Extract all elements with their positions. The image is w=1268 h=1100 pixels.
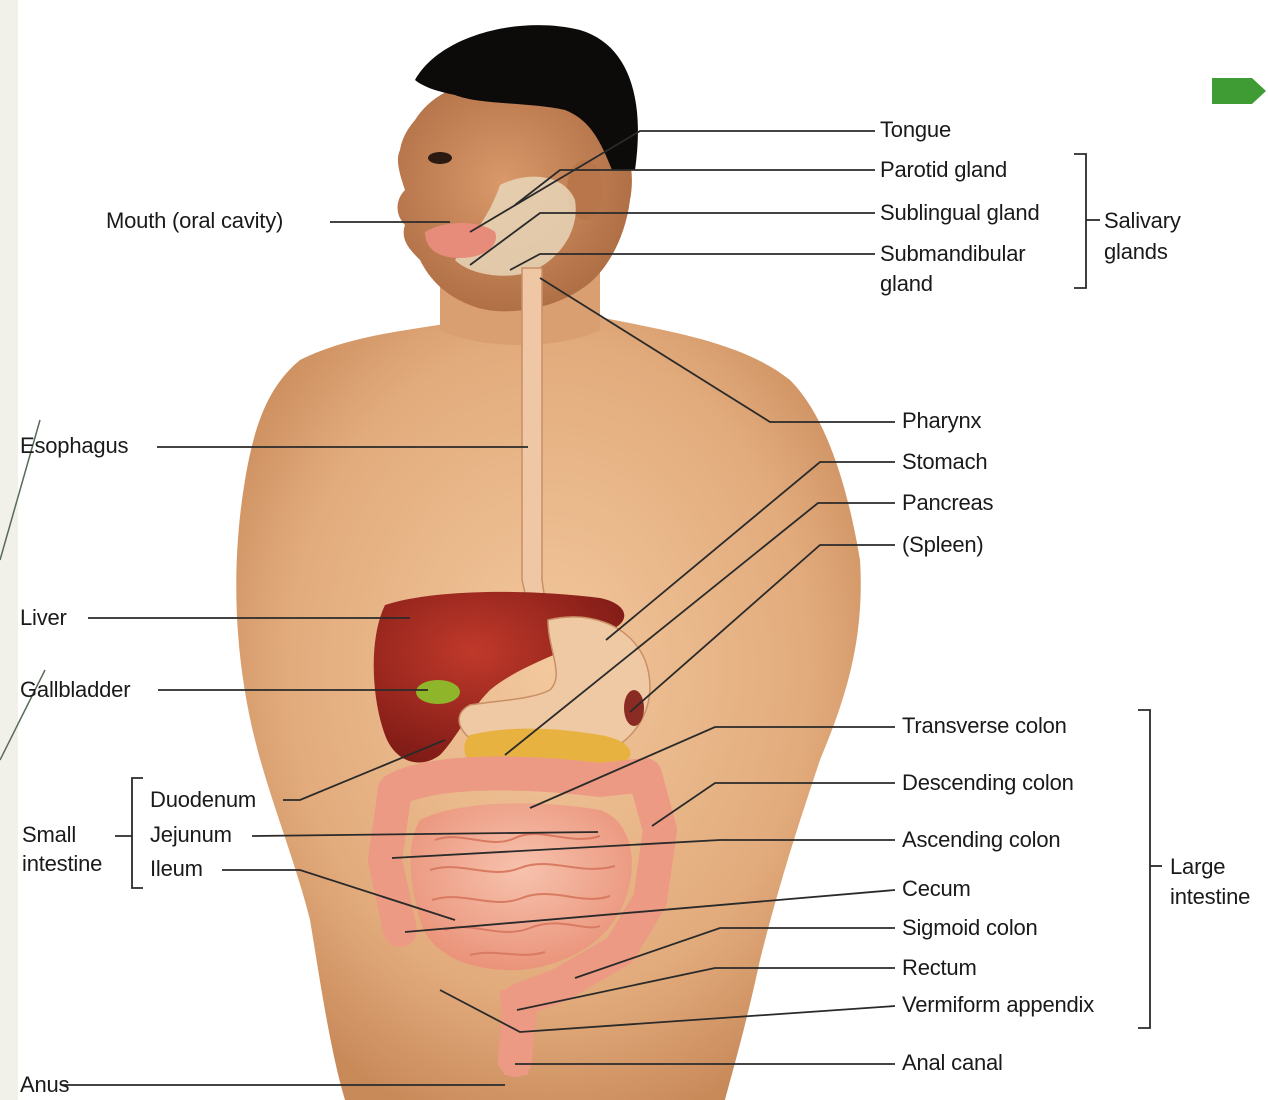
label-anus: Anus bbox=[20, 1072, 69, 1098]
arrow-right-icon[interactable] bbox=[1212, 76, 1268, 106]
label-parotid-gland: Parotid gland bbox=[880, 157, 1007, 183]
gallbladder-organ bbox=[416, 680, 460, 704]
label-ascending-colon: Ascending colon bbox=[902, 827, 1060, 853]
label-mouth: Mouth (oral cavity) bbox=[106, 208, 283, 234]
large-intestine-bracket bbox=[1138, 710, 1150, 1028]
label-submandibular-gland-2: gland bbox=[880, 271, 933, 297]
small-intestine-bracket bbox=[132, 778, 143, 888]
label-large-intestine-2: intestine bbox=[1170, 884, 1250, 910]
label-stomach: Stomach bbox=[902, 449, 987, 475]
label-liver: Liver bbox=[20, 605, 67, 631]
label-salivary-glands-2: glands bbox=[1104, 239, 1168, 265]
label-sigmoid-colon: Sigmoid colon bbox=[902, 915, 1038, 941]
label-pancreas: Pancreas bbox=[902, 490, 993, 516]
label-small-intestine-2: intestine bbox=[22, 851, 102, 877]
label-transverse-colon: Transverse colon bbox=[902, 713, 1067, 739]
label-gallbladder: Gallbladder bbox=[20, 677, 130, 703]
label-submandibular-gland-1: Submandibular bbox=[880, 241, 1025, 267]
label-jejunum: Jejunum bbox=[150, 822, 232, 848]
label-vermiform-appendix: Vermiform appendix bbox=[902, 992, 1094, 1018]
decorative-strokes bbox=[0, 420, 45, 760]
label-sublingual-gland: Sublingual gland bbox=[880, 200, 1040, 226]
label-tongue: Tongue bbox=[880, 117, 951, 143]
label-cecum: Cecum bbox=[902, 876, 971, 902]
label-spleen: (Spleen) bbox=[902, 532, 984, 558]
label-rectum: Rectum bbox=[902, 955, 977, 981]
label-small-intestine-1: Small bbox=[22, 822, 76, 848]
label-large-intestine-1: Large bbox=[1170, 854, 1225, 880]
label-salivary-glands-1: Salivary bbox=[1104, 208, 1181, 234]
label-anal-canal: Anal canal bbox=[902, 1050, 1003, 1076]
salivary-bracket bbox=[1074, 154, 1086, 288]
label-descending-colon: Descending colon bbox=[902, 770, 1074, 796]
eye bbox=[428, 152, 452, 164]
label-duodenum: Duodenum bbox=[150, 787, 256, 813]
label-pharynx: Pharynx bbox=[902, 408, 981, 434]
label-esophagus: Esophagus bbox=[20, 433, 128, 459]
label-ileum: Ileum bbox=[150, 856, 203, 882]
